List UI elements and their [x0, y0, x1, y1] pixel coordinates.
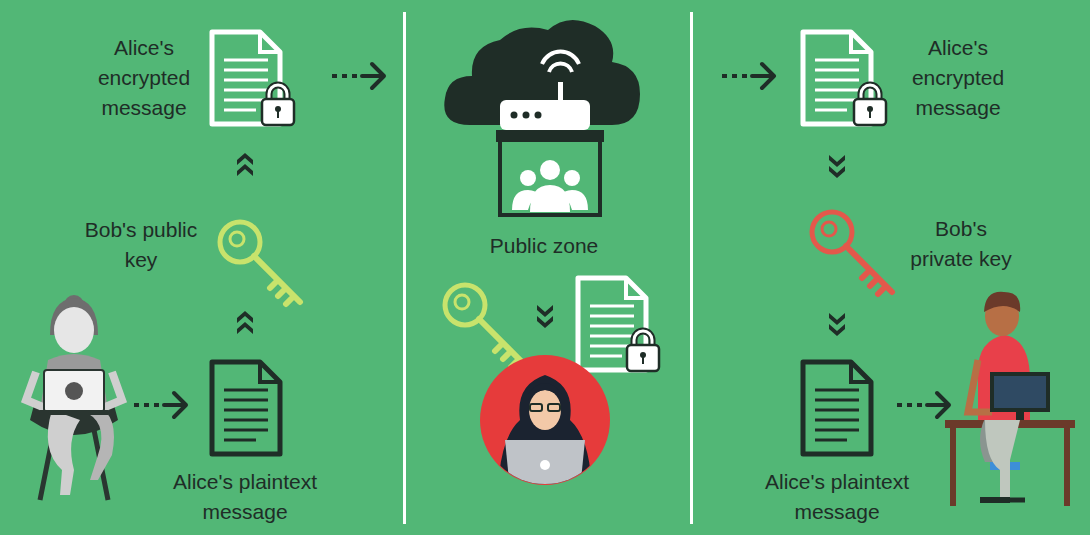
label-text: Bob's private key	[901, 214, 1021, 274]
label-text: Public zone	[444, 231, 644, 261]
label-text: Alice's encrypted message	[898, 33, 1018, 123]
label-text: Alice's plaintext message	[737, 467, 937, 527]
label-text: Bob's public key	[81, 215, 201, 275]
label-text: Alice's encrypted message	[84, 33, 204, 123]
label-text: Alice's plaintext message	[145, 467, 345, 527]
